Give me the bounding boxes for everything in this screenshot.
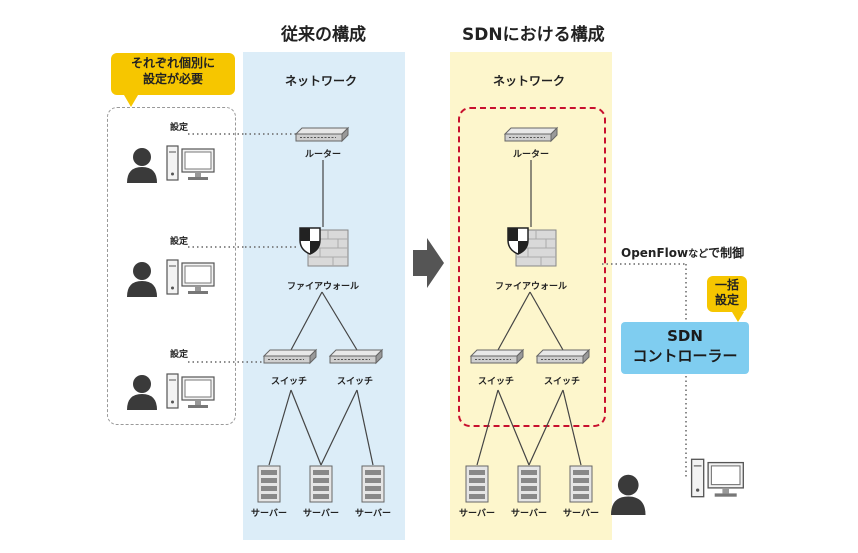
switch-label: スイッチ	[270, 377, 307, 387]
network-label: ネットワーク	[493, 74, 566, 88]
router-icon	[295, 127, 349, 142]
admin-group-box	[107, 107, 236, 425]
router-label: ルーター	[304, 150, 341, 160]
network-label: ネットワーク	[285, 74, 358, 88]
server-icon	[569, 465, 593, 503]
setting-label: 設定	[170, 237, 189, 247]
switch-icon	[263, 349, 317, 364]
sdn-network-boundary	[458, 107, 606, 427]
server-label: サーバー	[563, 509, 599, 519]
server-label: サーバー	[511, 509, 547, 519]
router-icon	[504, 127, 558, 142]
callout-tail	[124, 95, 138, 107]
setting-label: 設定	[170, 350, 189, 360]
bulk-setting-callout: 一括 設定	[707, 276, 747, 312]
server-label: サーバー	[303, 509, 339, 519]
sdn-title: SDNにおける構成	[462, 25, 605, 45]
pc-icon	[166, 145, 215, 181]
admin-person-icon	[127, 375, 157, 410]
firewall-label: ファイアウォール	[286, 282, 359, 292]
server-icon	[257, 465, 281, 503]
switch-icon	[536, 349, 590, 364]
firewall-icon	[507, 227, 557, 267]
server-icon	[517, 465, 541, 503]
transition-arrow-icon	[413, 238, 444, 288]
switch-label: スイッチ	[336, 377, 373, 387]
switch-label: スイッチ	[543, 377, 580, 387]
firewall-icon	[299, 227, 349, 267]
admin-person-icon	[127, 148, 157, 183]
sdn-admin-person-icon	[611, 474, 646, 515]
setting-label: 設定	[170, 123, 189, 133]
server-label: サーバー	[251, 509, 287, 519]
server-label: サーバー	[355, 509, 391, 519]
switch-icon	[329, 349, 383, 364]
server-icon	[309, 465, 333, 503]
switch-icon	[470, 349, 524, 364]
server-icon	[465, 465, 489, 503]
server-icon	[361, 465, 385, 503]
server-label: サーバー	[459, 509, 495, 519]
individual-setting-callout: それぞれ個別に 設定が必要	[111, 53, 235, 95]
sdn-controller-box: SDN コントローラー	[621, 322, 749, 374]
router-label: ルーター	[512, 150, 549, 160]
sdn-pc-icon	[690, 458, 744, 498]
firewall-label: ファイアウォール	[494, 282, 567, 292]
openflow-label: OpenFlowなどで制御	[621, 246, 745, 260]
admin-person-icon	[127, 262, 157, 297]
pc-icon	[166, 373, 215, 409]
pc-icon	[166, 259, 215, 295]
conventional-title: 従来の構成	[281, 25, 366, 45]
switch-label: スイッチ	[477, 377, 514, 387]
callout-tail	[732, 312, 744, 322]
